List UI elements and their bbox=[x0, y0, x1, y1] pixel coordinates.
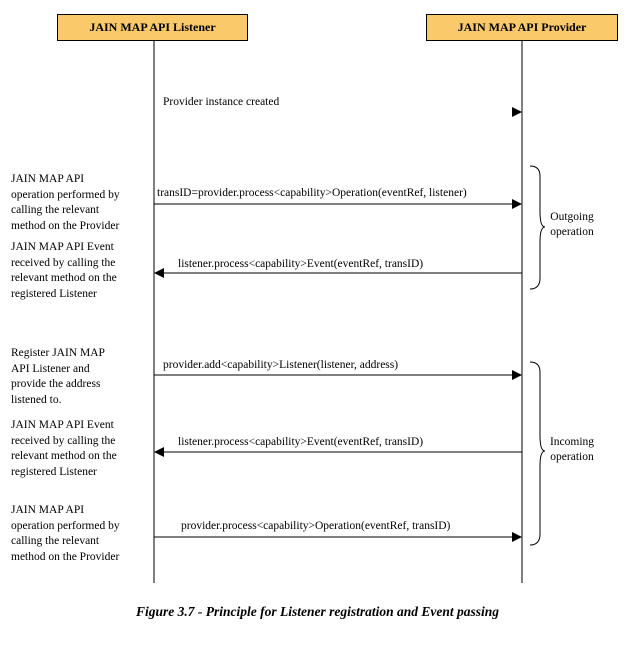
note-operation-performed-2: JAIN MAP API operation performed by call… bbox=[11, 504, 120, 563]
message-arrowhead-5 bbox=[512, 532, 522, 542]
message-arrowhead-2 bbox=[154, 268, 164, 278]
provider-actor-label: JAIN MAP API Provider bbox=[457, 20, 587, 34]
message-label-2: listener.process<capability>Event(eventR… bbox=[178, 258, 423, 270]
incoming-brace bbox=[529, 361, 546, 546]
note-register-listener: Register JAIN MAP API Listener and provi… bbox=[11, 347, 105, 406]
message-arrowhead-4 bbox=[154, 447, 164, 457]
message-label-3: provider.add<capability>Listener(listene… bbox=[163, 359, 398, 371]
incoming-operation-label: Incoming operation bbox=[549, 436, 595, 463]
message-label-4: listener.process<capability>Event(eventR… bbox=[178, 436, 423, 448]
note-event-received-2: JAIN MAP API Event received by calling t… bbox=[11, 419, 117, 478]
note-event-received: JAIN MAP API Event received by calling t… bbox=[11, 241, 117, 300]
message-arrowhead-3 bbox=[512, 370, 522, 380]
listener-actor-box: JAIN MAP API Listener bbox=[57, 14, 248, 41]
outgoing-brace bbox=[529, 165, 546, 290]
message-arrowhead-1 bbox=[512, 199, 522, 209]
provider-created-arrowhead bbox=[512, 107, 522, 117]
figure-caption: Figure 3.7 - Principle for Listener regi… bbox=[135, 604, 500, 619]
listener-actor-label: JAIN MAP API Listener bbox=[89, 20, 216, 34]
message-label-5: provider.process<capability>Operation(ev… bbox=[181, 520, 451, 532]
provider-created-text: Provider instance created bbox=[163, 96, 279, 108]
message-label-1: transID=provider.process<capability>Oper… bbox=[157, 187, 467, 199]
provider-actor-box: JAIN MAP API Provider bbox=[426, 14, 618, 41]
note-operation-performed: JAIN MAP API operation performed by call… bbox=[11, 173, 120, 232]
outgoing-operation-label: Outgoing operation bbox=[550, 211, 594, 238]
